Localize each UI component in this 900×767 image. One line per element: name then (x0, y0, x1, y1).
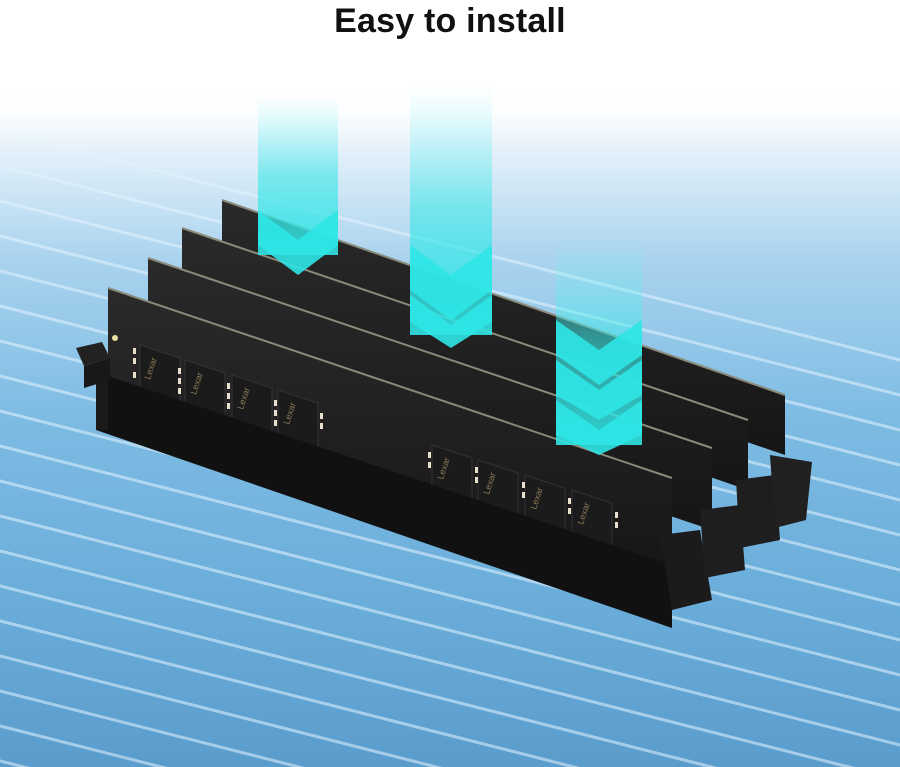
install-arrow-right (556, 235, 642, 455)
dimm-slot (76, 342, 812, 628)
headline: Easy to install (334, 2, 566, 40)
chevron-down-icon (258, 210, 338, 275)
install-arrow-left (258, 95, 338, 275)
install-arrow-center (410, 85, 492, 348)
